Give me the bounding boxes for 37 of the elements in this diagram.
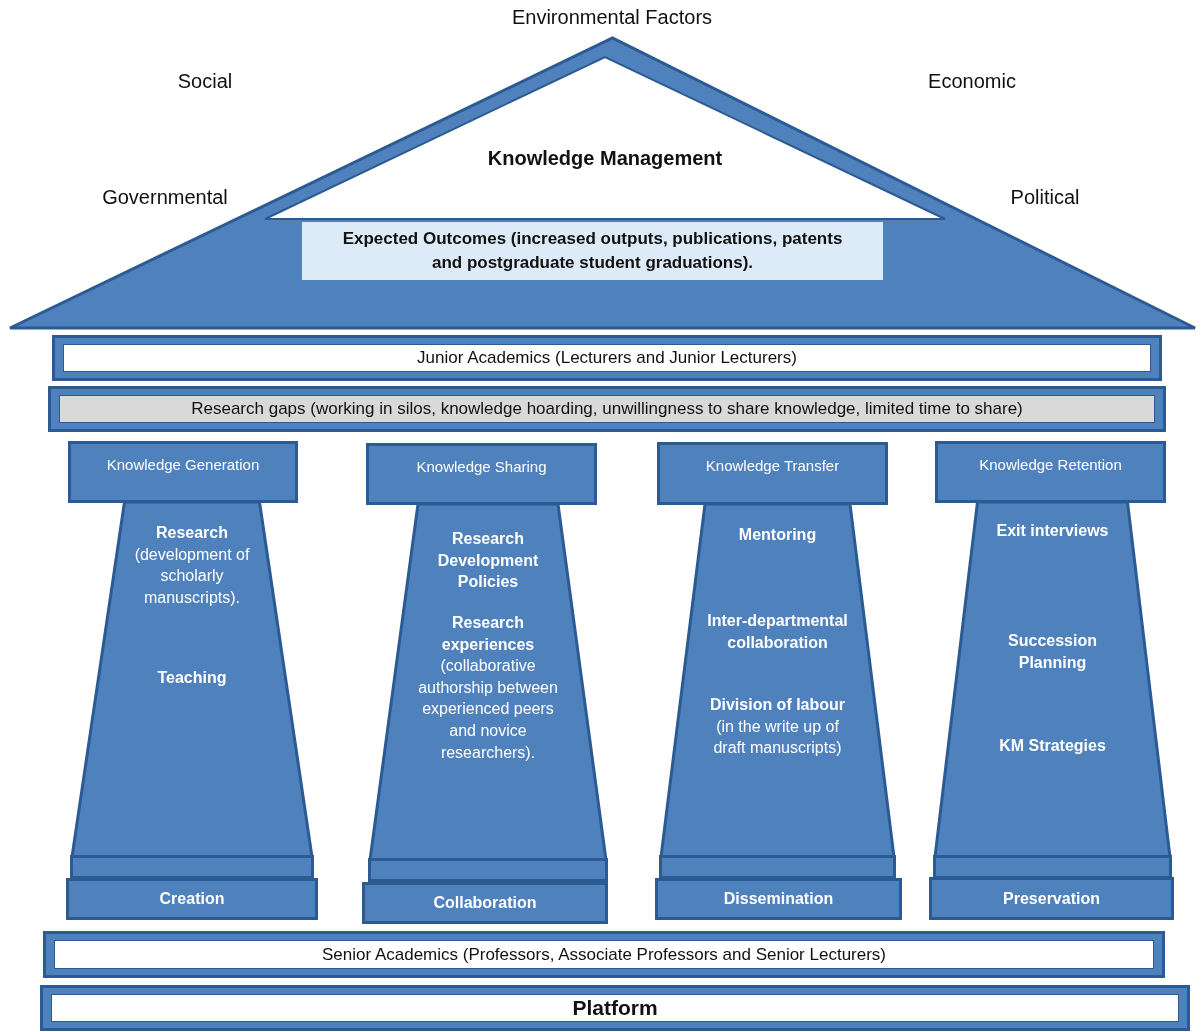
pillar-text: Research (development of scholarly manuscripts). [133,523,251,608]
column-base: Dissemination [655,878,902,920]
outcome-box: Expected Outcomes (increased outputs, publications, patents and postgraduate student graduations). [302,222,883,280]
pillar-text: Division of labour (in the write up of draft manuscripts) [708,695,847,759]
column-base: Collaboration [362,882,608,924]
title-text: Knowledge Management [486,147,724,170]
pillar-text: Research Development Policies [436,529,540,593]
beam-band [43,931,1165,978]
column-base: Preservation [929,877,1174,920]
column-plinth [659,855,896,879]
pillar-text: KM Strategies [998,736,1107,756]
environment-factor-label: Environmental Factors [511,6,713,29]
pillar-text: Succession Planning [1007,631,1098,673]
text-panel: Senior Academics (Professors, Associate Professors and Senior Lecturers) [54,940,1154,969]
beam-band [48,386,1166,432]
environment-factor-label: Economic [928,70,1016,93]
text-panel: Junior Academics (Lecturers and Junior Lecturers) [63,344,1151,372]
pillar-text: Exit interviews [995,521,1110,541]
pillar-text: Inter-departmental collaboration [706,611,849,653]
column-capital: Knowledge Sharing [366,443,597,505]
column-capital: Knowledge Retention [935,441,1166,503]
column-plinth [70,855,314,879]
text-panel: Research gaps (working in silos, knowledge hoarding, unwillingness to share knowledge, limited time to share) [59,395,1155,423]
column-base: Creation [66,878,318,920]
pillar-text: Teaching [156,668,228,688]
beam-band [40,985,1190,1031]
environment-factor-label: Social [177,70,233,93]
column-capital: Knowledge Transfer [657,442,888,505]
environment-factor-label: Political [1010,186,1080,209]
column-plinth [368,858,608,882]
text-panel: Platform [51,994,1179,1022]
pillar-text: Research experiences (collaborative authorship between experienced peers and novice researchers). [418,613,558,763]
environment-factor-label: Governmental [102,186,228,209]
pillar-text: Mentoring [737,525,818,545]
beam-band [52,335,1162,381]
column-capital: Knowledge Generation [68,441,298,503]
column-plinth [933,855,1172,879]
